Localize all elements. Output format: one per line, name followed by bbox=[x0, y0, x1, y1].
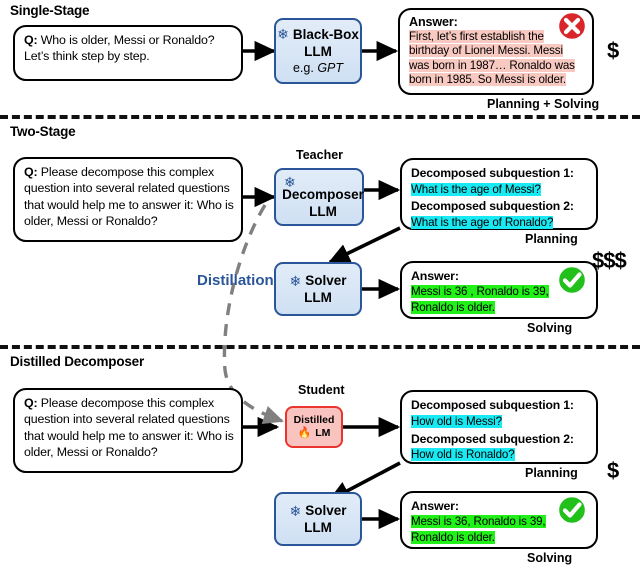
answer-line: First, let’s first establish the bbox=[409, 29, 544, 43]
subquestion-label-1: Decomposed subquestion 1: bbox=[411, 398, 574, 412]
solver-llm-two-stage[interactable]: ❄ Solver LLM bbox=[274, 262, 362, 316]
question-text-wrapper: Q: Please decompose this complex questio… bbox=[24, 164, 234, 230]
decomposer-name: Decomposer bbox=[282, 186, 364, 202]
solver-title-row: ❄ Solver bbox=[289, 502, 346, 519]
subquestion-value-2: What is the age of Ronaldo? bbox=[411, 215, 554, 229]
check-icon bbox=[556, 494, 588, 526]
answer-line: Messi is 36 , Ronaldo is 39, bbox=[411, 285, 549, 298]
distilled-lm[interactable]: Distilled 🔥 LM bbox=[285, 406, 343, 448]
solver-llm-distilled[interactable]: ❄ Solver LLM bbox=[274, 492, 362, 546]
answer-box-two-stage: Answer: Messi is 36 , Ronaldo is 39, Ron… bbox=[400, 261, 598, 319]
snowflake-icon: ❄ bbox=[289, 272, 302, 289]
arrow-subq-to-solver bbox=[328, 226, 401, 264]
question-box-two-stage: Q: Please decompose this complex questio… bbox=[13, 157, 243, 242]
solving-label-two-stage: Solving bbox=[527, 321, 573, 335]
cost-indicator-single-stage: $ bbox=[607, 38, 619, 63]
decomposer-kind: LLM bbox=[309, 203, 337, 219]
answer-heading: Answer: bbox=[411, 499, 459, 513]
snowflake-icon: ❄ bbox=[289, 502, 302, 519]
llm-title-row: ❄ Black-Box bbox=[277, 26, 359, 43]
snowflake-icon: ❄ bbox=[284, 173, 296, 190]
question-prefix: Q: bbox=[24, 396, 38, 410]
subquestion-value-1: How old is Messi? bbox=[411, 414, 502, 428]
answer-line: birthday of Lionel Messi. Messi bbox=[409, 44, 563, 57]
solving-label-distilled: Solving bbox=[527, 551, 573, 565]
question-box-distilled: Q: Please decompose this complex questio… bbox=[13, 388, 243, 473]
subquestions-content: Decomposed subquestion 1: How old is Mes… bbox=[411, 397, 589, 464]
solver-kind: LLM bbox=[304, 520, 332, 535]
role-label-student: Student bbox=[298, 383, 345, 397]
phase-label-single-stage: Planning + Solving bbox=[487, 97, 600, 111]
answer-line: Ronaldo is older. bbox=[411, 301, 495, 314]
answer-heading: Answer: bbox=[409, 15, 458, 29]
subquestions-box-distilled: Decomposed subquestion 1: How old is Mes… bbox=[400, 390, 598, 464]
section-title-distilled-decomposer: Distilled Decomposer bbox=[10, 354, 145, 369]
subquestion-label-2: Decomposed subquestion 2: bbox=[411, 431, 574, 446]
answer-line: Ronaldo is older. bbox=[411, 531, 495, 544]
answer-line: born in 1985. So Messi is older. bbox=[409, 73, 566, 86]
subquestions-content: Decomposed subquestion 1: What is the ag… bbox=[411, 165, 589, 231]
answer-line: Messi is 36, Ronaldo is 39, bbox=[411, 515, 546, 528]
subquestion-value-2: How old is Ronaldo? bbox=[411, 448, 515, 462]
cost-indicator-two-stage: $$$ bbox=[592, 248, 627, 273]
llm-subtitle-prefix: e.g. bbox=[292, 60, 318, 75]
solver-name: Solver bbox=[305, 273, 347, 288]
distilled-kind: LM bbox=[315, 427, 331, 439]
planning-label-distilled: Planning bbox=[525, 466, 578, 480]
question-box-single-stage: Q: Who is older, Messi or Ronaldo? Let’s… bbox=[13, 25, 243, 81]
section-title-single-stage: Single-Stage bbox=[10, 3, 90, 18]
solver-name: Solver bbox=[305, 503, 347, 518]
solver-kind: LLM bbox=[304, 290, 332, 305]
question-text: Please decompose this complex question i… bbox=[24, 165, 234, 229]
answer-heading: Answer: bbox=[411, 269, 459, 283]
answer-content: Answer: Messi is 36, Ronaldo is 39, Rona… bbox=[411, 498, 589, 546]
section-divider-2 bbox=[0, 345, 640, 349]
subquestion-label-1: Decomposed subquestion 1: bbox=[411, 166, 574, 180]
role-label-teacher: Teacher bbox=[296, 148, 344, 162]
cost-indicator-distilled: $ bbox=[607, 458, 619, 483]
subquestion-label-2: Decomposed subquestion 2: bbox=[411, 199, 574, 214]
question-text-wrapper: Q: Who is older, Messi or Ronaldo? Let’s… bbox=[24, 32, 234, 65]
distillation-label: Distillation bbox=[197, 272, 274, 289]
decomposer-llm-teacher[interactable]: ❄ Decomposer LLM bbox=[274, 168, 364, 226]
llm-subtitle-model: GPT bbox=[317, 60, 344, 75]
llm-subtitle: e.g. GPT bbox=[293, 60, 343, 77]
solver-title-row: ❄ Solver bbox=[289, 272, 346, 289]
answer-line: was born in 1987… Ronaldo was bbox=[409, 58, 575, 72]
distilled-name: Distilled bbox=[293, 414, 335, 426]
llm-name: Black-Box bbox=[292, 26, 359, 42]
flame-icon: 🔥 bbox=[297, 427, 312, 439]
question-text-wrapper: Q: Please decompose this complex questio… bbox=[24, 395, 234, 461]
distilled-kind-row: 🔥 LM bbox=[298, 427, 331, 440]
subquestion-value-1: What is the age of Messi? bbox=[411, 182, 541, 196]
planning-label-two-stage: Planning bbox=[525, 232, 578, 246]
question-prefix: Q: bbox=[24, 165, 38, 179]
question-prefix: Q: bbox=[24, 33, 38, 47]
check-icon bbox=[556, 264, 588, 296]
black-box-llm[interactable]: ❄ Black-Box LLM e.g. GPT bbox=[274, 18, 362, 84]
answer-content: Answer: Messi is 36 , Ronaldo is 39, Ron… bbox=[411, 268, 589, 316]
snowflake-icon: ❄ bbox=[277, 26, 289, 42]
answer-content: Answer: First, let’s first establish the… bbox=[409, 15, 585, 88]
section-title-two-stage: Two-Stage bbox=[10, 124, 76, 139]
cross-icon bbox=[556, 10, 588, 42]
question-text: Please decompose this complex question i… bbox=[24, 396, 234, 460]
llm-kind: LLM bbox=[304, 43, 332, 59]
question-text: Who is older, Messi or Ronaldo? Let’s th… bbox=[24, 33, 215, 64]
section-divider-1 bbox=[0, 115, 640, 119]
subquestions-box-two-stage: Decomposed subquestion 1: What is the ag… bbox=[400, 158, 598, 230]
